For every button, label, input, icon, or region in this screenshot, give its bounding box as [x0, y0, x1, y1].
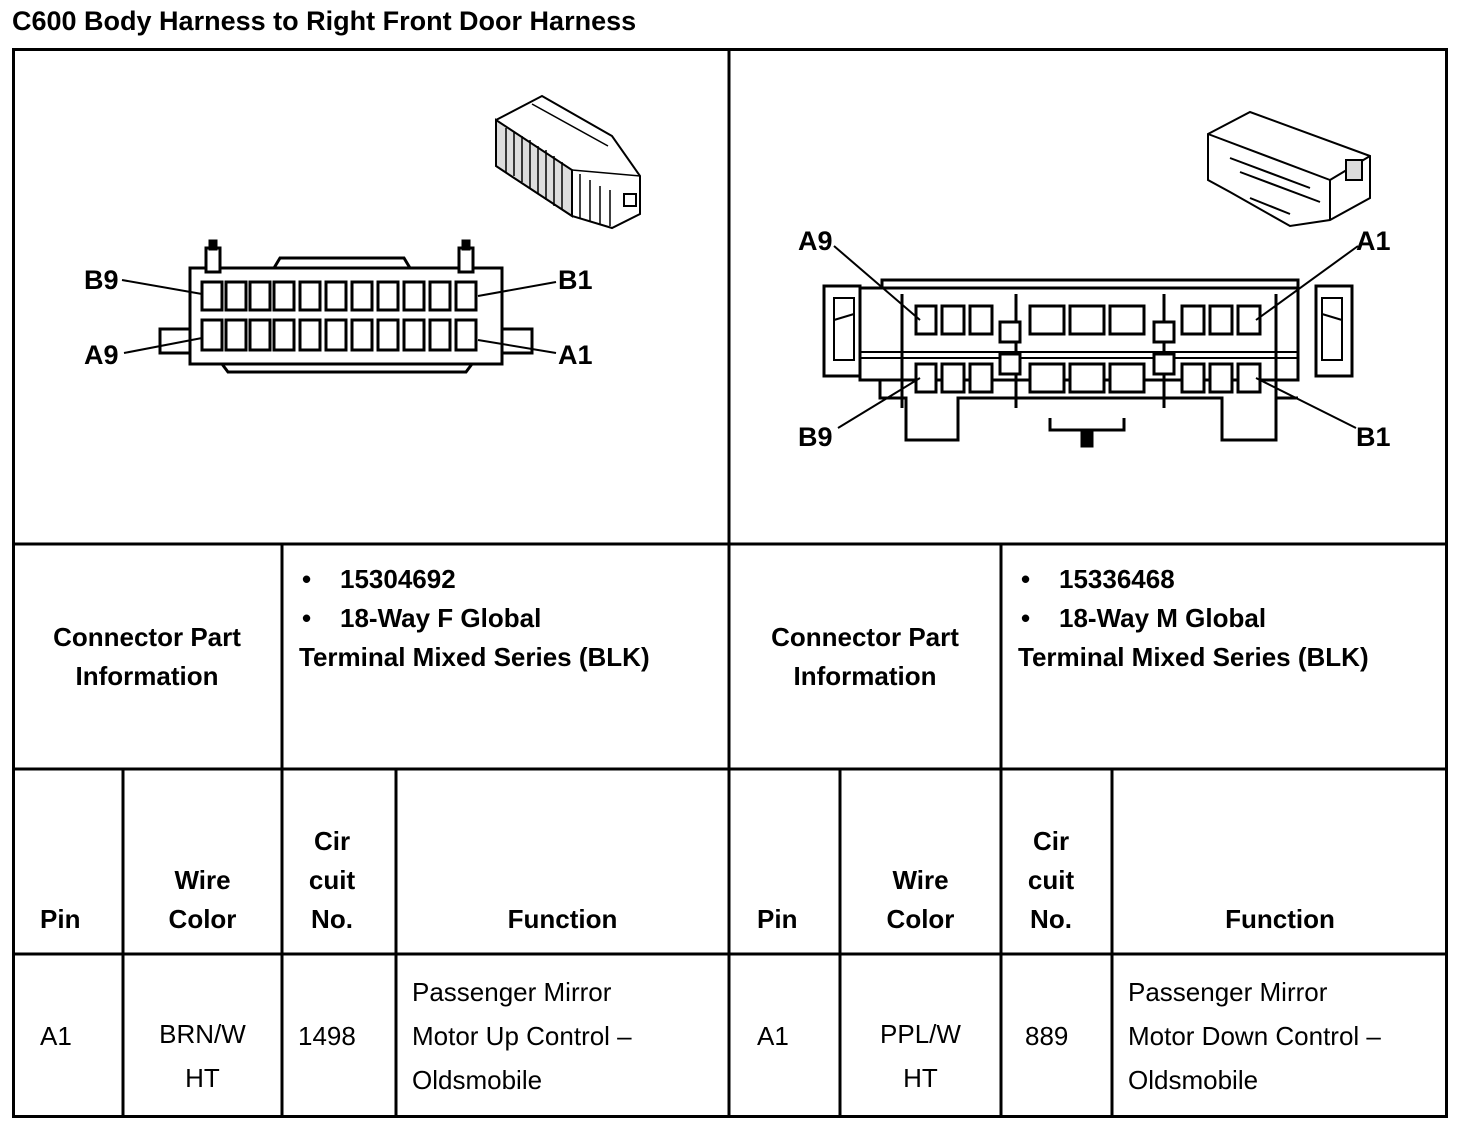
- info-label-line1: Connector Part: [53, 622, 241, 652]
- info-label-line2: Information: [793, 661, 937, 691]
- pin-value: A1: [757, 1021, 789, 1051]
- label-a9: A9: [84, 340, 119, 370]
- connector-3d-thumbnail: [1207, 110, 1371, 228]
- bullet: •: [1021, 603, 1031, 633]
- male-cavity-grid: [914, 304, 1262, 394]
- part-description: 18-Way M Global: [1059, 603, 1267, 633]
- header-function: Function: [507, 904, 618, 934]
- part-description-cont: Terminal Mixed Series (BLK): [299, 642, 650, 672]
- label-b9: B9: [798, 422, 833, 452]
- female-cavity-grid: [200, 280, 478, 352]
- circuit-value: 889: [1025, 1021, 1069, 1051]
- label-a1: A1: [558, 340, 593, 370]
- info-label-line1: Connector Part: [771, 622, 959, 652]
- label-b1: B1: [1356, 422, 1391, 452]
- header-pin: Pin: [757, 904, 798, 934]
- part-description-cont: Terminal Mixed Series (BLK): [1018, 642, 1369, 672]
- label-b9: B9: [84, 265, 119, 295]
- label-a9: A9: [798, 226, 833, 256]
- bullet: •: [302, 603, 312, 633]
- bullet: •: [1021, 564, 1031, 594]
- info-label-line2: Information: [75, 661, 219, 691]
- part-description: 18-Way F Global: [340, 603, 542, 633]
- part-info: • 15304692 • 18-Way F Global Terminal Mixe…: [296, 560, 726, 677]
- header-pin: Pin: [40, 904, 81, 934]
- label-b1: B1: [558, 265, 593, 295]
- part-number: 15336468: [1059, 564, 1175, 594]
- pin-value: A1: [40, 1021, 72, 1051]
- connector-part-info-label: Connector Part Information: [730, 618, 1000, 696]
- bullet: •: [302, 564, 312, 594]
- page-title: C600 Body Harness to Right Front Door Ha…: [12, 6, 637, 36]
- header-function: Function: [1225, 904, 1335, 934]
- connector-3d-thumbnail: [495, 94, 641, 230]
- table-grid: [12, 48, 1448, 1118]
- part-info: • 15336468 • 18-Way M Global Terminal Mixe…: [1015, 560, 1445, 677]
- circuit-value: 1498: [298, 1021, 356, 1051]
- female-connector-diagram: B9 B1 A9 A1: [84, 94, 641, 374]
- label-a1: A1: [1356, 226, 1391, 256]
- connector-part-info-label: Connector Part Information: [12, 618, 282, 696]
- connector-table: B9 B1 A9 A1: [12, 48, 1448, 1118]
- part-number: 15304692: [340, 564, 456, 594]
- male-connector-diagram: A9 A1 B9 B1: [798, 110, 1391, 452]
